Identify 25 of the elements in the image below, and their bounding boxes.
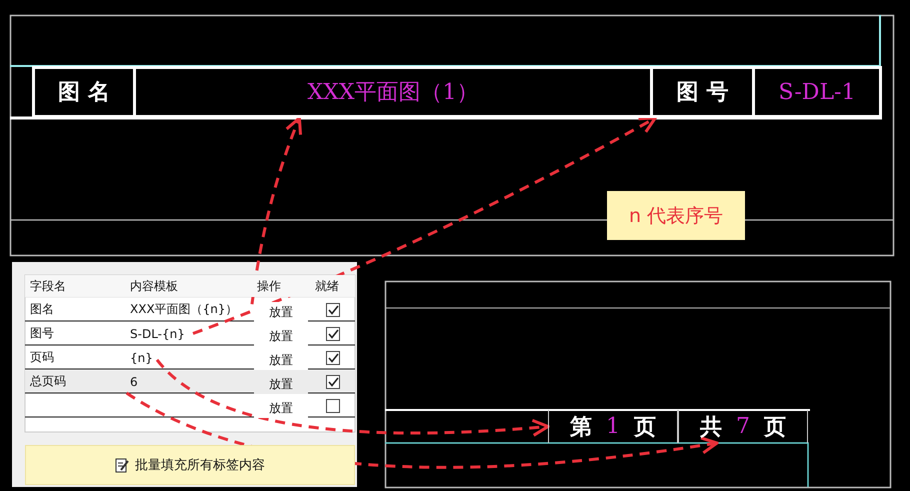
page-number-cell: 第 1 页 xyxy=(548,410,678,443)
page-count-cell: 共 7 页 xyxy=(678,410,808,443)
column-header: 字段名 xyxy=(25,275,125,297)
dashed-arrow xyxy=(250,116,302,304)
field-name: 图号 xyxy=(29,324,55,342)
dashed-arrow xyxy=(126,392,718,469)
dashed-arrow xyxy=(192,116,657,335)
title-block-cell: 图 号 xyxy=(650,66,755,118)
column-header: 内容模板 xyxy=(125,275,252,297)
field-name: 图名 xyxy=(29,300,55,318)
table-cell: {n} xyxy=(125,346,157,369)
note-box: n 代表序号 xyxy=(607,191,745,240)
title-block-cell: 图 名 xyxy=(32,66,136,118)
column-header: 就绪 xyxy=(310,275,355,297)
table-cell: S-DL-{n} xyxy=(125,322,193,345)
field-name: 总页码 xyxy=(29,372,67,390)
table-cell: 6 xyxy=(125,370,157,393)
title-block-cell: S-DL-1 xyxy=(752,66,882,118)
table-cell: XXX平面图（{n}） xyxy=(125,297,252,321)
place-action: 放置 xyxy=(254,302,308,322)
field-name: 页码 xyxy=(29,348,55,366)
dashed-arrow xyxy=(156,358,550,437)
title-block-cell: XXX平面图（1） xyxy=(133,66,653,118)
fill-all-button: 批量填充所有标签内容 xyxy=(25,445,355,485)
column-header: 操作 xyxy=(252,275,310,297)
